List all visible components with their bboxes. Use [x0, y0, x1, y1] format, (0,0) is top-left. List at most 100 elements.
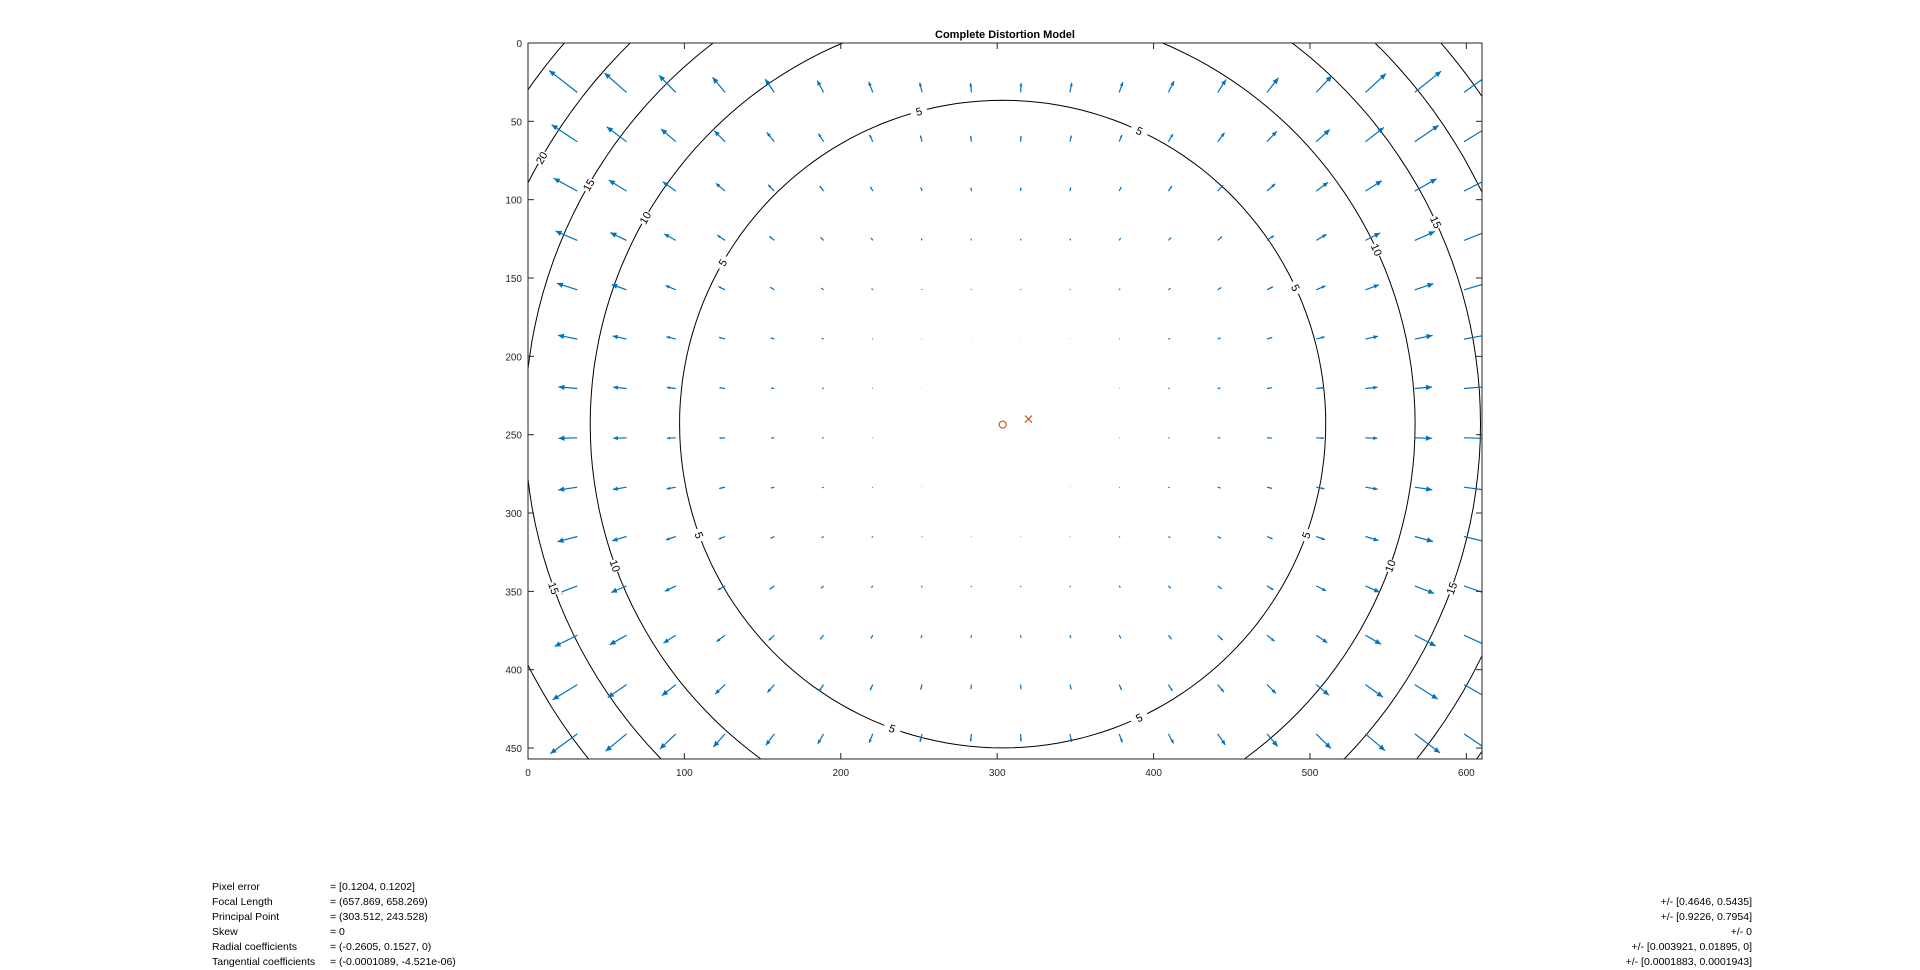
distortion-arrow — [872, 339, 873, 340]
distortion-arrow — [1218, 338, 1221, 339]
distortion-arrow — [821, 586, 824, 588]
distortion-arrow — [1366, 181, 1382, 192]
distortion-arrow — [1070, 188, 1071, 192]
distortion-arrow — [1464, 13, 1500, 43]
distortion-arrow — [1464, 635, 1492, 648]
distortion-arrow — [769, 236, 774, 240]
distortion-arrow — [1366, 74, 1387, 93]
distortion-arrow — [1218, 586, 1222, 589]
distortion-arrow — [664, 635, 676, 643]
distortion-arrow — [1218, 537, 1221, 539]
distortion-arrow — [771, 537, 775, 539]
distortion-arrow — [1020, 83, 1023, 92]
distortion-arrow — [1218, 288, 1222, 290]
distortion-arrow — [502, 333, 528, 339]
distortion-arrow — [970, 685, 971, 690]
distortion-arrow — [498, 176, 528, 191]
distortion-arrow — [550, 734, 577, 754]
chart-title: Complete Distortion Model — [935, 29, 1075, 41]
distortion-arrow — [1415, 586, 1434, 594]
distortion-arrow — [553, 685, 578, 700]
contour-line-10 — [590, 11, 1415, 838]
distortion-arrow — [1168, 27, 1175, 43]
distortion-arrow — [1218, 635, 1223, 640]
distortion-arrow — [771, 388, 774, 389]
distortion-arrow — [1366, 537, 1379, 542]
y-tick-label: 150 — [505, 274, 522, 285]
center-markers — [999, 416, 1032, 429]
y-tick-label: 200 — [505, 352, 522, 363]
distortion-arrow — [919, 83, 922, 93]
calibration-parameters: Pixel error= [0.1204, 0.1202]Focal Lengt… — [212, 880, 1752, 960]
distortion-arrow — [657, 21, 676, 43]
distortion-arrow — [1415, 385, 1432, 390]
distortion-arrow — [1464, 685, 1494, 702]
distortion-arrow — [1415, 16, 1444, 43]
distortion-arrow — [1464, 734, 1496, 756]
distortion-arrow — [1070, 635, 1071, 638]
distortion-arrow — [1316, 586, 1326, 591]
distortion-arrow — [1267, 131, 1277, 142]
distortion-arrow — [1415, 125, 1439, 141]
distortion-arrow — [921, 586, 922, 587]
distortion-arrow — [1316, 234, 1326, 240]
distortion-arrow — [1119, 734, 1122, 743]
distortion-arrow — [1316, 76, 1332, 93]
distortion-arrow — [1168, 186, 1172, 191]
param-row: Skew= 0+/- 0 — [212, 925, 1752, 940]
distortion-arrow — [771, 437, 774, 438]
distortion-arrow — [871, 187, 873, 191]
distortion-arrow — [918, 29, 923, 43]
distortion-arrow — [869, 734, 873, 743]
distortion-arrow — [1218, 237, 1222, 241]
distortion-arrow — [1119, 187, 1121, 191]
y-tick-label: 100 — [505, 196, 522, 207]
distortion-arrow — [1316, 734, 1331, 749]
param-uncertainty: +/- [0.003921, 0.01895, 0] — [1631, 940, 1752, 955]
distortion-arrow — [1218, 388, 1221, 389]
distortion-arrow — [714, 131, 725, 142]
distortion-arrow — [552, 125, 578, 142]
distortion-arrow — [502, 487, 528, 492]
distortion-arrow — [971, 635, 972, 638]
distortion-arrow — [547, 16, 578, 44]
distortion-arrow — [665, 586, 676, 591]
distortion-arrow — [1415, 486, 1433, 491]
distortion-arrow — [921, 239, 922, 241]
distortion-arrow — [766, 734, 774, 745]
distortion-arrow — [606, 734, 627, 751]
distortion-arrow — [870, 135, 873, 142]
distortion-arrow — [770, 287, 774, 290]
param-uncertainty: +/- [0.9226, 0.7954] — [1661, 910, 1752, 925]
distortion-arrow — [1464, 333, 1488, 339]
distortion-arrow — [1168, 734, 1173, 744]
distortion-arrow — [1415, 436, 1432, 441]
distortion-arrow — [822, 487, 824, 488]
distortion-arrow — [1267, 287, 1273, 290]
distortion-arrow — [822, 338, 824, 339]
distortion-arrow — [1070, 685, 1072, 690]
distortion-arrow — [1316, 182, 1328, 191]
distortion-arrow — [1366, 335, 1379, 339]
distortion-arrow — [1415, 231, 1435, 240]
distortion-arrow — [822, 537, 824, 538]
distortion-arrow — [1415, 283, 1434, 290]
distortion-arrow — [1020, 685, 1022, 690]
distortion-arrow — [558, 487, 577, 492]
distortion-arrow — [497, 685, 529, 702]
distortion-arrow — [1119, 586, 1120, 588]
distortion-arrow — [1020, 734, 1022, 742]
x-tick-label: 400 — [1145, 768, 1162, 779]
distortion-arrow — [1316, 635, 1327, 643]
distortion-arrow — [719, 337, 725, 339]
distortion-arrow — [869, 82, 873, 93]
distortion-arrow — [1366, 386, 1378, 390]
principal-point-marker — [999, 421, 1006, 428]
distortion-arrow — [554, 178, 578, 191]
distortion-arrow — [767, 685, 774, 693]
distortion-arrow — [1168, 338, 1170, 339]
distortion-arrow — [667, 437, 676, 440]
distortion-arrow — [605, 73, 627, 92]
y-tick-label: 300 — [505, 509, 522, 520]
distortion-arrow — [970, 136, 972, 142]
